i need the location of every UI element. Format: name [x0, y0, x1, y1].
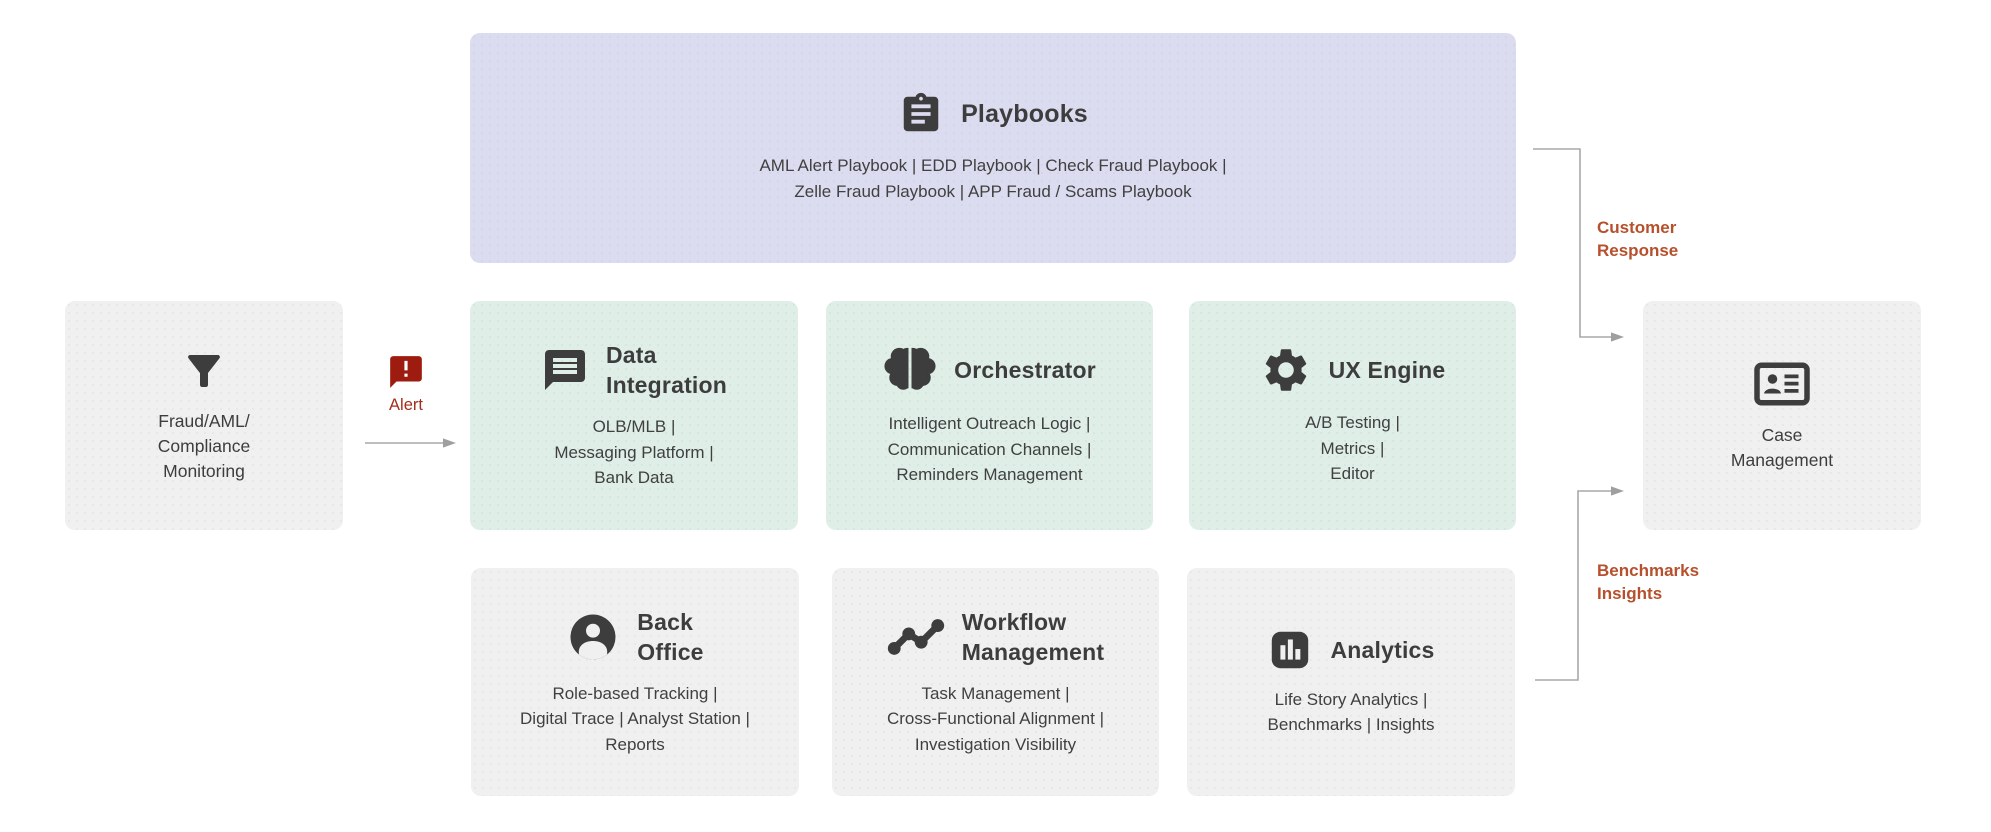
data-integration-box: Data Integration OLB/MLB | Messaging Pla… [470, 301, 798, 530]
workflow-title-line: Management [961, 638, 1105, 665]
orchestrator-items-line: Reminders Management [896, 465, 1083, 485]
monitoring-box: Fraud/AML/ Compliance Monitoring [65, 301, 343, 530]
alert-arrow [365, 438, 456, 448]
back-office-items-line: Digital Trace | Analyst Station | [520, 709, 750, 729]
ux-engine-items-line: Editor [1330, 464, 1375, 484]
benchmarks-insights-label-line: Insights [1597, 584, 1663, 603]
monitoring-label-line: Fraud/AML/ [158, 411, 250, 431]
customer-response-label-line: Response [1597, 241, 1679, 260]
back-office-title-line: Back [637, 608, 694, 635]
back-office-title-line: Office [637, 638, 704, 665]
brain-icon [884, 348, 936, 391]
case-management-label-line: Case [1761, 424, 1803, 445]
workflow-title-line: Workflow [961, 608, 1067, 635]
alert-bubble-icon [390, 356, 422, 388]
gear-icon [1265, 349, 1306, 392]
data-integration-title-line: Integration [605, 372, 728, 399]
case-management-box: Case Management [1643, 301, 1921, 530]
benchmarks-insights-label: Benchmarks Insights [1597, 559, 1699, 605]
workflow-items-line: Task Management | [921, 683, 1070, 703]
ux-engine-title: UX Engine [1328, 357, 1446, 384]
playbooks-box: Playbooks AML Alert Playbook | EDD Playb… [470, 33, 1516, 263]
ux-engine-items-line: A/B Testing | [1305, 413, 1400, 433]
analytics-box: Analytics Life Story Analytics | Benchma… [1187, 568, 1515, 796]
workflow-items-line: Investigation Visibility [914, 734, 1077, 754]
analytics-title: Analytics [1330, 636, 1435, 663]
chat-icon [544, 350, 585, 391]
back-office-box: Back Office Role-based Tracking | Digita… [471, 568, 799, 796]
back-office-items-line: Reports [605, 734, 665, 754]
alert-badge: Alert [367, 353, 445, 415]
alert-label: Alert [389, 396, 423, 414]
orchestrator-items-line: Communication Channels | [887, 439, 1092, 459]
playbooks-items-line: AML Alert Playbook | EDD Playbook | Chec… [759, 156, 1227, 175]
case-management-label-line: Management [1730, 449, 1834, 470]
customer-response-label-line: Customer [1597, 218, 1677, 237]
bar-chart-icon [1272, 631, 1309, 668]
orchestrator-title: Orchestrator [954, 357, 1096, 384]
clipboard-icon [903, 92, 939, 132]
workflow-management-box: Workflow Management Task Management | Cr… [832, 568, 1159, 796]
monitoring-label-line: Compliance [157, 436, 251, 456]
monitoring-label-line: Monitoring [163, 461, 245, 481]
funnel-icon [188, 355, 220, 387]
playbooks-items-line: Zelle Fraud Playbook | APP Fraud / Scams… [794, 182, 1192, 201]
benchmarks-insights-label-line: Benchmarks [1597, 561, 1700, 580]
data-integration-items-line: Messaging Platform | [554, 442, 714, 462]
workflow-items-line: Cross-Functional Alignment | [886, 709, 1104, 729]
customer-response-label: Customer Response [1597, 216, 1678, 262]
data-integration-items-line: OLB/MLB | [592, 417, 676, 437]
back-office-items-line: Role-based Tracking | [552, 683, 718, 703]
data-integration-items-line: Bank Data [594, 468, 674, 488]
analytics-items-line: Life Story Analytics | [1274, 689, 1428, 709]
data-integration-title-line: Data [605, 342, 657, 369]
person-circle-icon [570, 614, 616, 660]
id-card-icon [1754, 362, 1810, 405]
orchestrator-box: Orchestrator Intelligent Outreach Logic … [826, 301, 1153, 530]
playbooks-title: Playbooks [961, 100, 1088, 128]
ux-engine-box: UX Engine A/B Testing | Metrics | Editor [1189, 301, 1516, 530]
orchestrator-items-line: Intelligent Outreach Logic | [888, 414, 1091, 434]
ux-engine-items-line: Metrics | [1320, 438, 1385, 458]
analytics-items-line: Benchmarks | Insights [1267, 715, 1435, 734]
activity-line-icon [887, 618, 944, 655]
